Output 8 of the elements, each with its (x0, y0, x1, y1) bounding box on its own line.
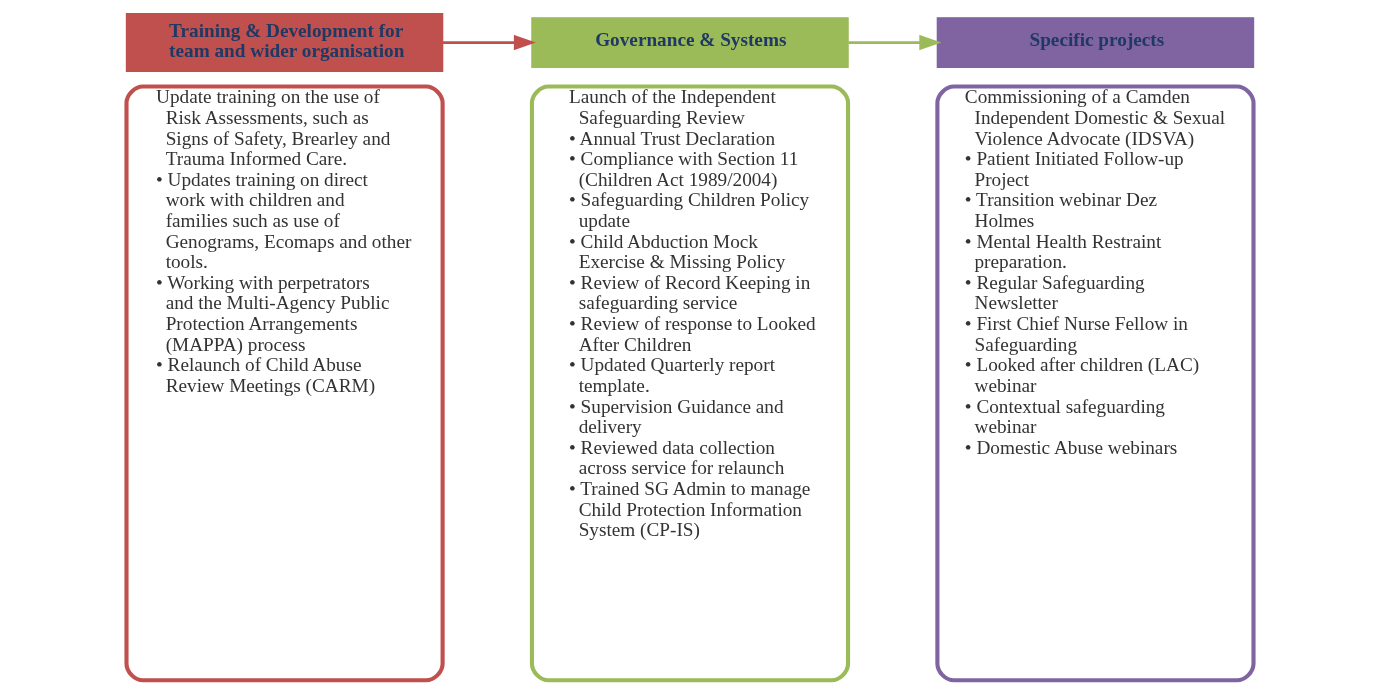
node-box: Training & Development for team and wider organisation (125, 13, 444, 73)
node-box: Launch of the Independent Safeguarding Review • Annual Trust Declaration • Compliance with Section 11 (Children Act 1989/2004) • Safeguarding Children Policy update • Child Abduction Mock Exercise & Missing Policy • Review of Record Keeping in safeguarding service • Review of response to Looked After Children • Updated Quarterly report template. • Supervision Guidance and delivery • Reviewed data collection across service for relaunch • Trained SG Admin to manage Child Protection Information System (CP-IS) (529, 84, 851, 683)
arrow (442, 34, 536, 51)
arrow (848, 34, 942, 51)
node-box: Update training on the use of Risk Assessments, such as Signs of Safety, Brearley and Trauma Informed Care. • Updates training on direct work with children and families such as use of Genograms, Ecomaps and other tools. • Working with perpetrators and the Multi-Agency Public Protection Arrangements (MAPPA) process • Relaunch of Child Abuse Review Meetings (CARM) (124, 84, 445, 683)
node-box: Governance & Systems (531, 17, 849, 68)
node-box: Commissioning of a Camden Independent Domestic & Sexual Violence Advocate (IDSVA) • Patient Initiated Follow-up Project • Transition webinar Dez Holmes • Mental Health Restraint preparation. • Regular Safeguarding Newsletter • First Chief Nurse Fellow in Safeguarding • Looked after children (LAC) webinar • Contextual safeguarding webinar • Domestic Abuse webinars (935, 84, 1256, 683)
node-box: Specific projects (936, 17, 1255, 68)
